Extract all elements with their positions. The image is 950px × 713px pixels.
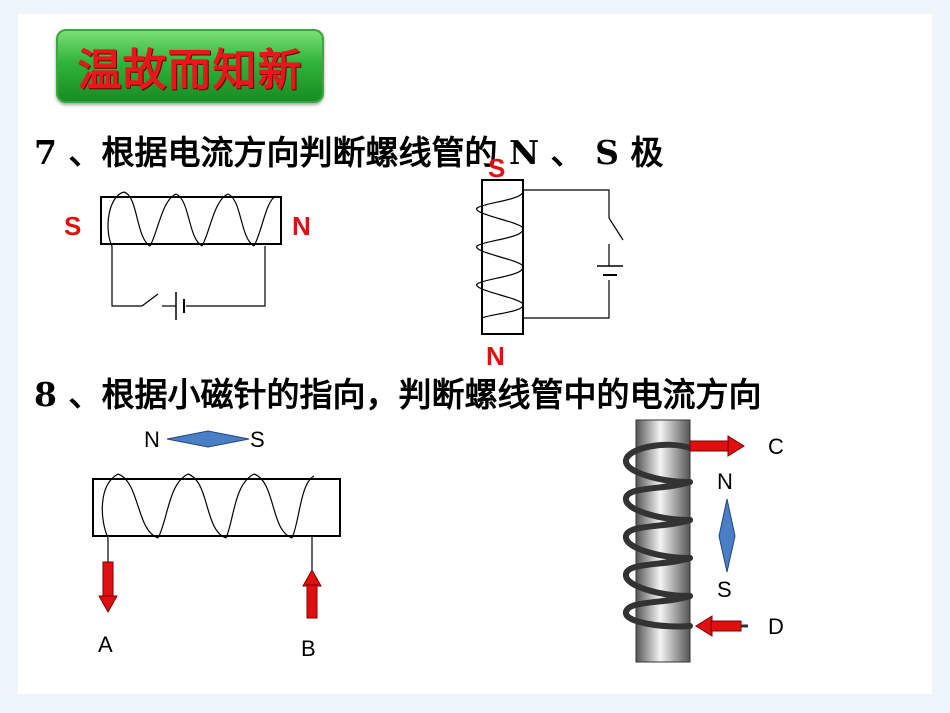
needle-label-s-horizontal: S bbox=[250, 427, 265, 452]
label-a: A bbox=[98, 632, 113, 657]
solenoid-figure-2: S N bbox=[476, 153, 624, 371]
needle-label-s-vertical: S bbox=[717, 577, 732, 602]
coil-1 bbox=[107, 191, 277, 247]
label-b: B bbox=[301, 636, 316, 661]
pole-label-left: S bbox=[64, 211, 81, 241]
current-arrow-b bbox=[302, 568, 322, 619]
coil-3 bbox=[101, 473, 315, 539]
pole-label-bottom: N bbox=[486, 341, 505, 371]
circuit-wire-1 bbox=[111, 246, 266, 307]
label-c: C bbox=[768, 434, 784, 459]
circuit-wire-2 bbox=[523, 189, 624, 319]
slide-background bbox=[18, 14, 932, 694]
solenoid-figure-4: N S C D bbox=[623, 419, 784, 663]
coil-4 bbox=[623, 441, 693, 630]
solenoid-figure-3: N S A B bbox=[92, 427, 341, 661]
solenoid-core-1 bbox=[100, 196, 282, 245]
question-8: 8 、根据小磁针的指向，判断螺线管中的电流方向 bbox=[34, 375, 762, 414]
coil-2 bbox=[476, 189, 524, 319]
solenoid-core-2 bbox=[481, 179, 524, 335]
pole-label-top: S bbox=[488, 153, 505, 183]
compass-needle-horizontal bbox=[166, 430, 250, 448]
title-badge: 温故而知新 bbox=[56, 29, 324, 103]
question-7: 7 、根据电流方向判断螺线管的 N 、 S 极 bbox=[34, 133, 664, 172]
compass-needle-vertical bbox=[718, 498, 736, 573]
current-arrow-d bbox=[695, 615, 748, 637]
solenoid-figure-1: S N bbox=[64, 191, 311, 320]
current-arrow-c bbox=[689, 435, 745, 457]
pole-label-right: N bbox=[292, 211, 311, 241]
needle-label-n-horizontal: N bbox=[144, 427, 160, 452]
current-arrow-a bbox=[98, 561, 118, 614]
label-d: D bbox=[768, 614, 784, 639]
solenoid-core-3 bbox=[92, 478, 341, 537]
slide-title: 温故而知新 bbox=[77, 45, 303, 96]
needle-label-n-vertical: N bbox=[717, 469, 733, 494]
